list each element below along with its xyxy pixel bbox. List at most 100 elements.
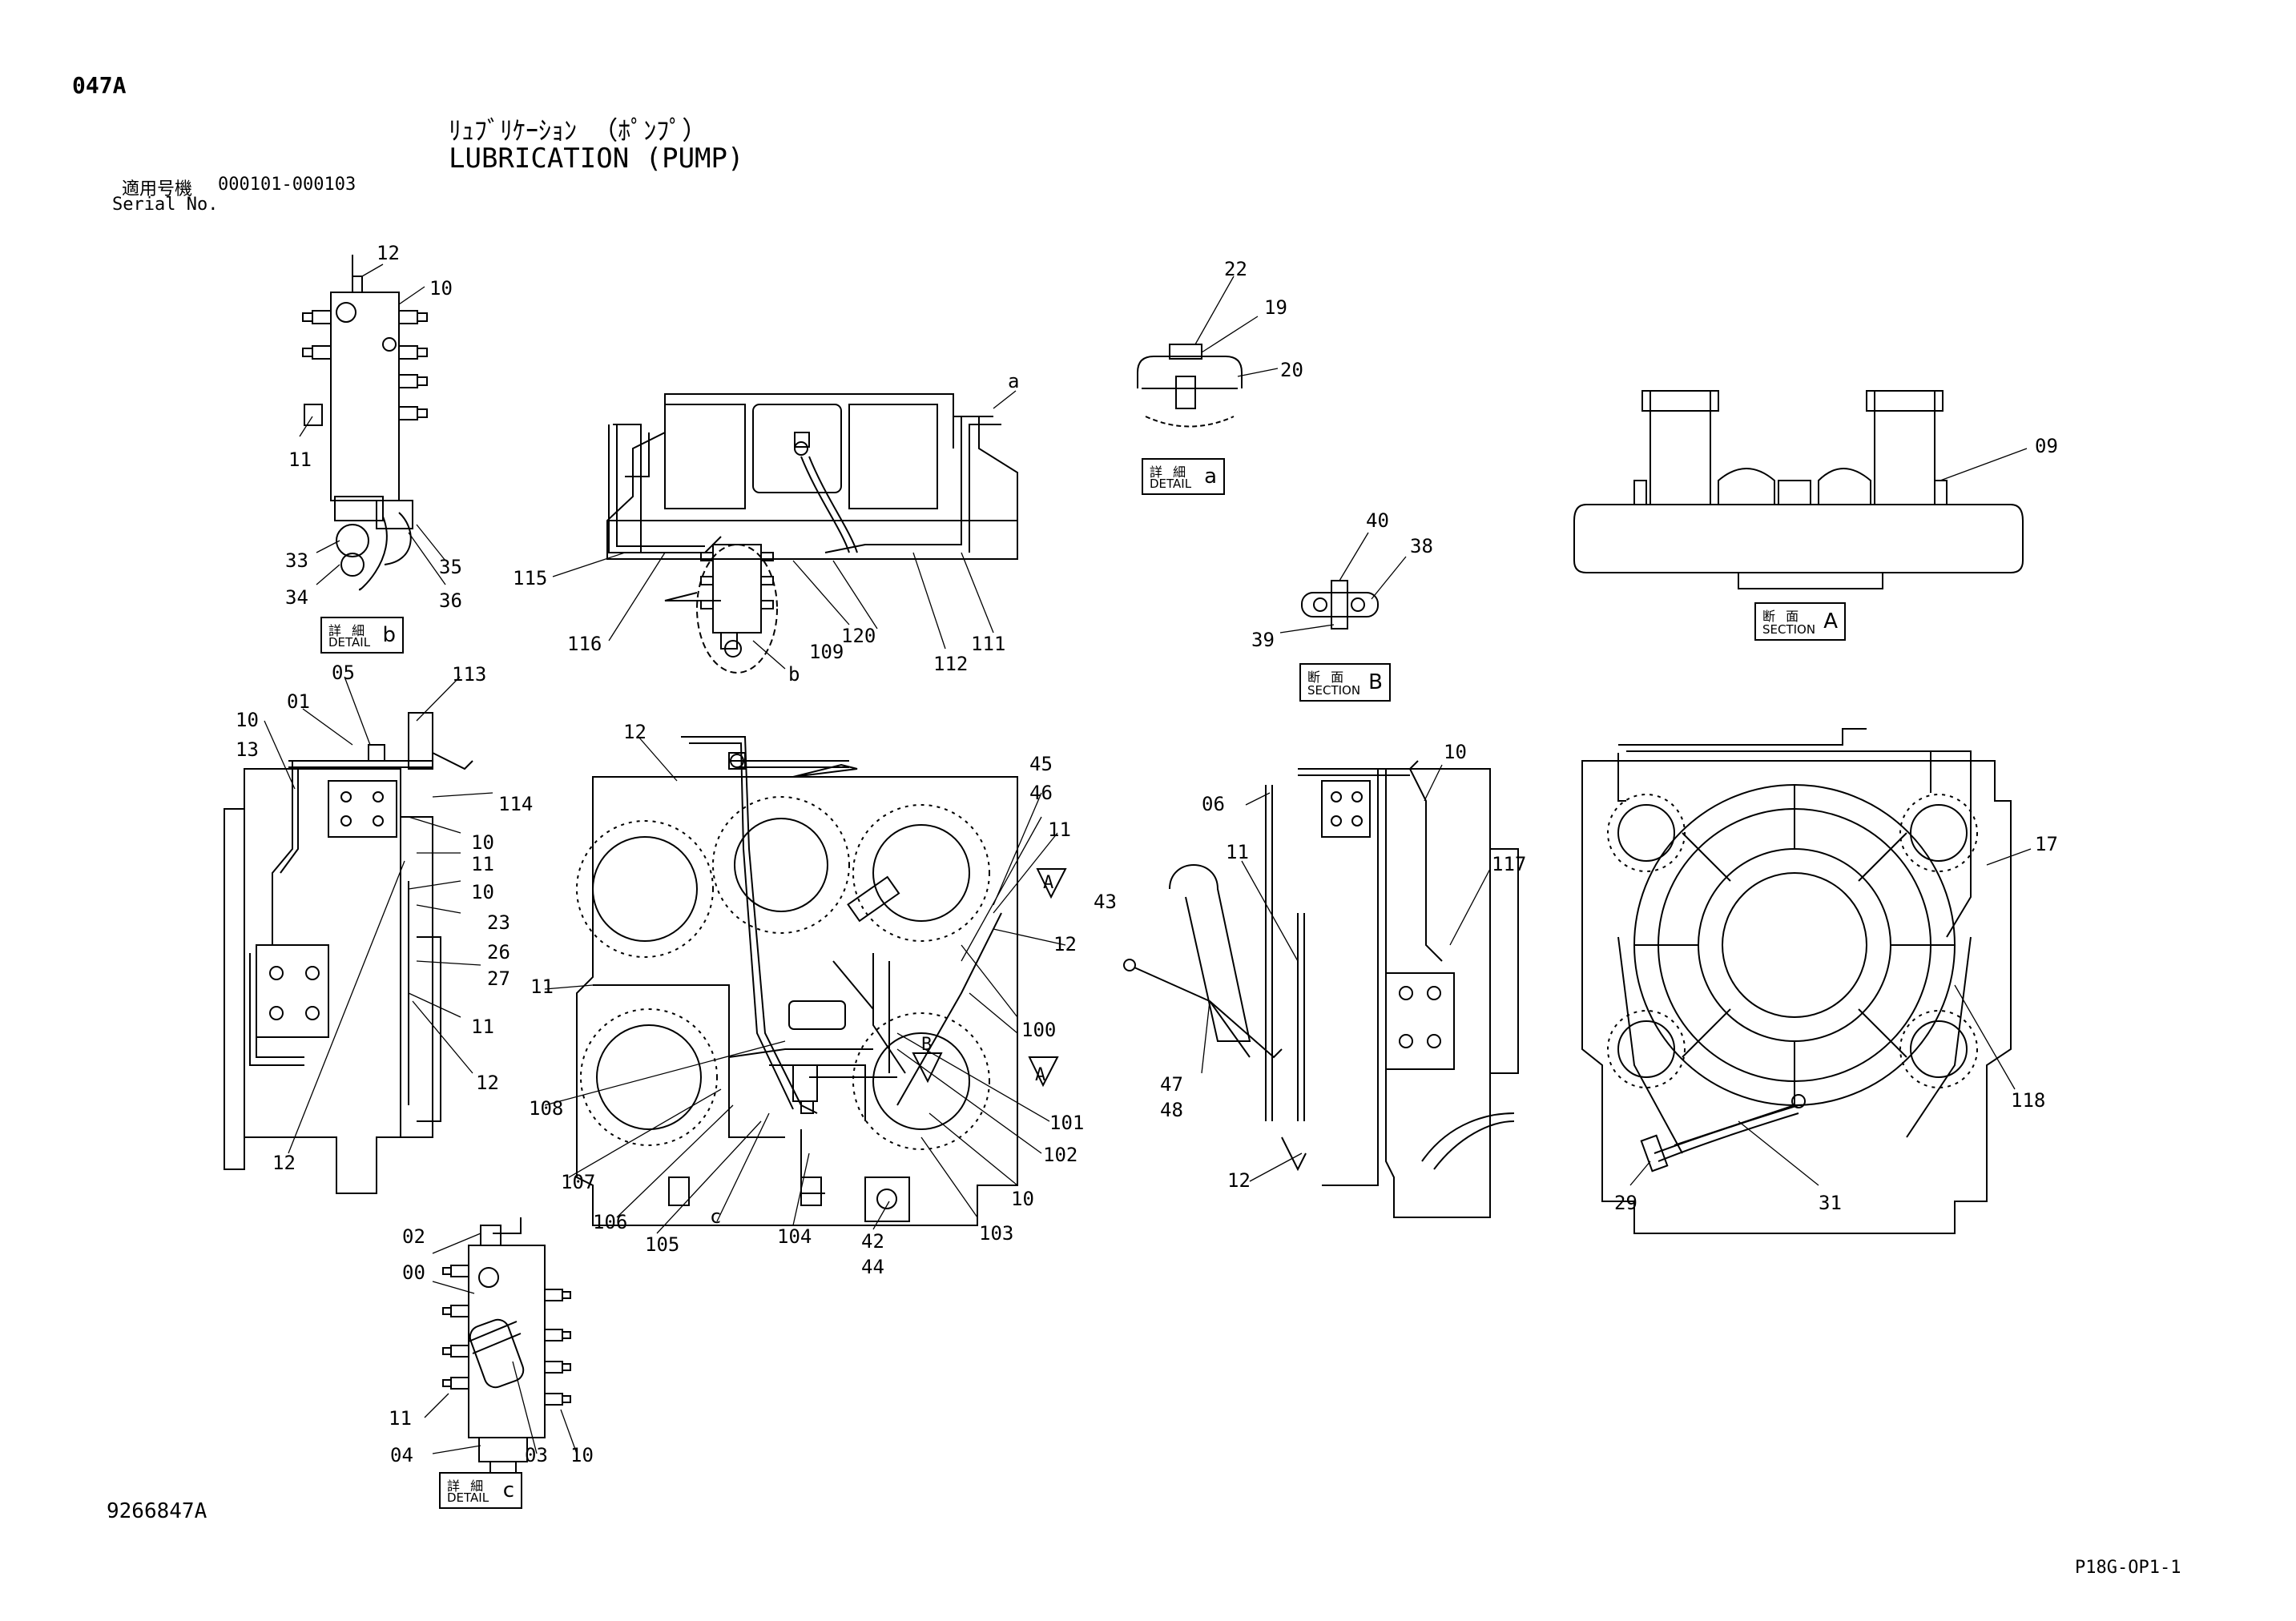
callout: 10 bbox=[471, 831, 494, 854]
section-a-plate-en: SECTION bbox=[1762, 622, 1816, 637]
callout: 12 bbox=[476, 1072, 499, 1094]
callout: 39 bbox=[1251, 629, 1275, 651]
serial-range: 000101-000103 bbox=[218, 175, 356, 195]
section-a-housing bbox=[1573, 390, 2024, 589]
sheet-code: P18G-OP1-1 bbox=[2075, 1558, 2181, 1578]
main-view-pipes bbox=[593, 736, 1002, 1194]
callout: 03 bbox=[525, 1444, 548, 1466]
section-b-leaders bbox=[1279, 532, 1407, 634]
callout: 43 bbox=[1094, 891, 1117, 913]
callout: 27 bbox=[487, 967, 510, 990]
section-b-plate-jp: 断 面 bbox=[1307, 670, 1347, 685]
callout: 115 bbox=[513, 567, 548, 589]
callout: A bbox=[1035, 1065, 1046, 1085]
detail-a-plate: 詳 細 DETAIL a bbox=[1142, 458, 1225, 495]
detail-a-plate-en: DETAIL bbox=[1150, 477, 1192, 491]
callout: 35 bbox=[439, 556, 462, 578]
section-b-plate: 断 面 SECTION B bbox=[1299, 663, 1391, 702]
callout: 112 bbox=[933, 653, 969, 675]
callout: 45 bbox=[1029, 753, 1053, 775]
callout: 113 bbox=[452, 663, 487, 686]
detail-b-plate-letter: b bbox=[382, 623, 396, 647]
callout: 33 bbox=[285, 549, 308, 572]
callout: 36 bbox=[439, 589, 462, 612]
callout: 09 bbox=[2035, 435, 2058, 457]
callout: 42 bbox=[861, 1230, 884, 1253]
detail-c-distributor bbox=[442, 1217, 571, 1480]
callout: 11 bbox=[389, 1407, 412, 1430]
callout: 109 bbox=[809, 641, 844, 663]
view-arrow-a-bottom bbox=[1028, 1056, 1059, 1088]
callout: 48 bbox=[1160, 1099, 1183, 1121]
callout: 46 bbox=[1029, 782, 1053, 804]
callout: 20 bbox=[1280, 359, 1303, 381]
callout: 10 bbox=[570, 1444, 594, 1466]
callout: 31 bbox=[1819, 1192, 1842, 1214]
callout: 40 bbox=[1366, 509, 1389, 532]
detail-b-plate-jp: 詳 細 bbox=[328, 623, 369, 638]
detail-c-plate-letter: c bbox=[502, 1478, 514, 1502]
callout: 12 bbox=[1227, 1169, 1251, 1192]
callout: 114 bbox=[498, 793, 534, 815]
callout: 10 bbox=[1444, 741, 1467, 763]
callout: 107 bbox=[561, 1171, 596, 1193]
callout: b bbox=[788, 663, 800, 686]
callout: 01 bbox=[287, 690, 310, 713]
callout: 38 bbox=[1410, 535, 1433, 557]
rear-view-leaders bbox=[1629, 848, 2032, 1186]
main-front-view bbox=[576, 776, 1018, 1226]
serial-label-english: Serial No. bbox=[112, 195, 219, 215]
callout: 11 bbox=[1226, 841, 1249, 863]
detail-a-leaders bbox=[1194, 276, 1279, 377]
callout: 11 bbox=[471, 1016, 494, 1038]
callout: 10 bbox=[236, 709, 259, 731]
callout: 04 bbox=[390, 1444, 413, 1466]
section-a-plate-jp: 断 面 bbox=[1762, 609, 1803, 624]
callout: a bbox=[1008, 370, 1020, 392]
callout: 11 bbox=[471, 853, 494, 875]
callout: 12 bbox=[1053, 933, 1077, 955]
main-view-leaders bbox=[544, 736, 1066, 1234]
drawing-number: 9266847A bbox=[107, 1499, 207, 1523]
title-japanese: ﾘｭﾌﾞﾘｹｰｼｮﾝ （ﾎﾟﾝﾌﾟ） bbox=[449, 115, 708, 146]
detail-c-plate-jp: 詳 細 bbox=[447, 1478, 487, 1494]
left-side-leaders bbox=[264, 676, 493, 1154]
section-a-leaders bbox=[1940, 448, 2028, 481]
detail-c-plate-en: DETAIL bbox=[447, 1490, 489, 1505]
callout: 12 bbox=[623, 721, 647, 743]
callout: 05 bbox=[332, 662, 355, 684]
title-english: LUBRICATION (PUMP) bbox=[449, 143, 744, 175]
callout: 118 bbox=[2011, 1089, 2046, 1112]
detail-b-plate-en: DETAIL bbox=[328, 635, 371, 650]
right-side-view bbox=[1123, 760, 1519, 1218]
callout: 17 bbox=[2035, 833, 2058, 855]
callout: B bbox=[921, 1035, 932, 1055]
callout: 00 bbox=[402, 1261, 425, 1284]
callout: 12 bbox=[377, 242, 400, 264]
callout: 26 bbox=[487, 941, 510, 963]
page-code: 047A bbox=[72, 72, 127, 99]
top-view-pipes bbox=[608, 416, 1001, 674]
callout: 23 bbox=[487, 911, 510, 934]
section-b-plate-letter: B bbox=[1368, 670, 1383, 694]
section-a-plate-letter: A bbox=[1823, 609, 1838, 634]
top-view-leaders bbox=[552, 390, 1017, 670]
callout: 12 bbox=[272, 1152, 296, 1174]
callout: A bbox=[1043, 873, 1054, 893]
callout: 22 bbox=[1224, 258, 1247, 280]
detail-a-plate-jp: 詳 細 bbox=[1150, 465, 1190, 480]
callout: 34 bbox=[285, 586, 308, 609]
callout: 100 bbox=[1021, 1019, 1057, 1041]
rear-view bbox=[1581, 728, 2012, 1234]
detail-b-distributor bbox=[302, 255, 428, 591]
detail-c-plate: 詳 細 DETAIL c bbox=[439, 1472, 522, 1509]
callout: 10 bbox=[429, 277, 453, 300]
right-side-leaders bbox=[1201, 764, 1491, 1182]
callout: 44 bbox=[861, 1256, 884, 1278]
callout: 108 bbox=[529, 1097, 564, 1120]
callout: 11 bbox=[288, 448, 312, 471]
section-a-plate: 断 面 SECTION A bbox=[1754, 602, 1846, 641]
callout: 117 bbox=[1492, 853, 1527, 875]
section-b-clamp bbox=[1301, 580, 1379, 629]
view-arrow-a-top bbox=[1036, 868, 1067, 899]
